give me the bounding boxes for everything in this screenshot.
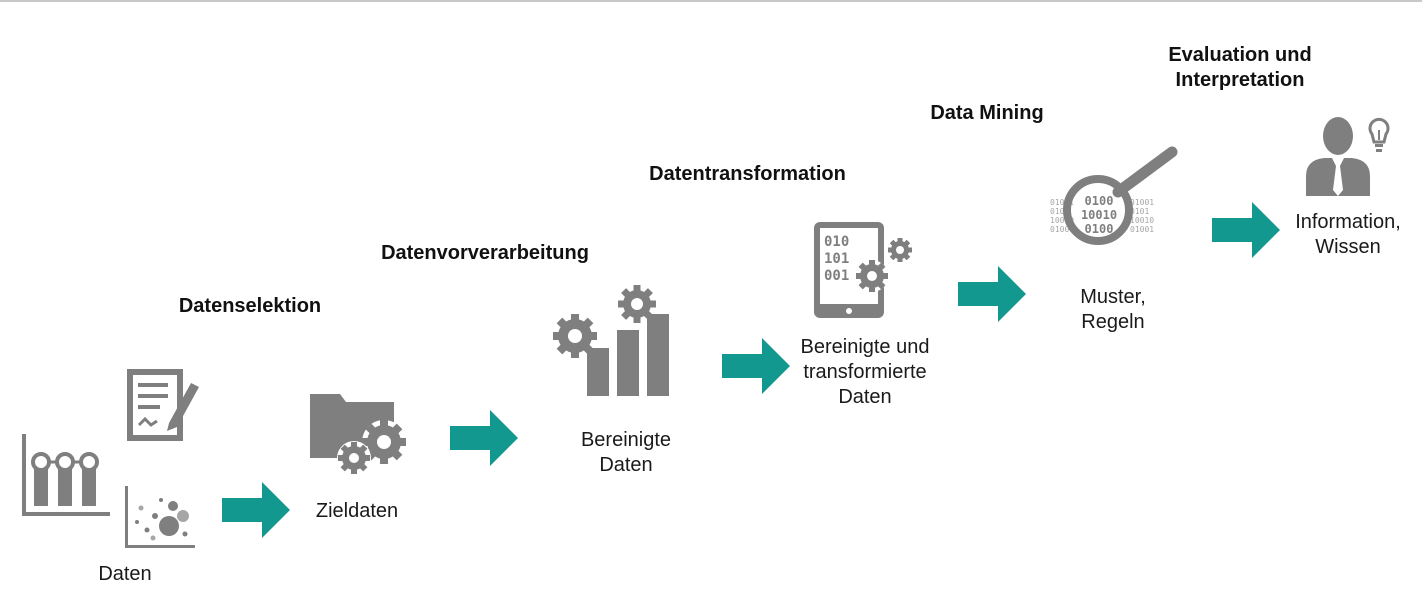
side-binary-right: 01001 0101 10010 01001 (1130, 198, 1154, 234)
item-label-zieldaten: Zieldaten (315, 500, 399, 522)
side-binary-left: 01001 0101 10010 01001 (1050, 198, 1074, 234)
person-lightbulb-icon (1306, 117, 1390, 196)
arrow-2 (450, 410, 518, 466)
magnifier-binary-line: 10010 (1080, 208, 1118, 222)
magnifier-binary-line: 0100 (1084, 194, 1114, 208)
side-binary-line: 10010 (1130, 216, 1155, 225)
tablet-binary-text: 010 101 001 (824, 234, 849, 285)
side-binary-line: 01001 (1050, 198, 1075, 207)
item-label-daten: Daten (98, 563, 152, 585)
magnifier-binary-icon: 01001 0101 10010 01001 01001 0101 10010 … (1048, 144, 1182, 256)
side-binary-line: 0101 (1130, 207, 1150, 216)
magnifier-binary-text: 0100 10010 0100 (1074, 194, 1124, 236)
side-binary-line: 01001 (1130, 198, 1155, 207)
side-binary-line: 01001 (1050, 225, 1075, 234)
line-bar-chart-icon (22, 434, 110, 516)
stage-title-datenselektion: Datenselektion (178, 295, 322, 317)
item-label-bereinigte-daten: Bereinigte Daten (580, 429, 672, 476)
side-binary-line: 0101 (1050, 207, 1070, 216)
item-label-information-wissen: Information, Wissen (1295, 211, 1401, 258)
stage-title-evaluation: Evaluation und Interpretation (1168, 44, 1312, 91)
arrow-5 (1212, 202, 1280, 258)
stage-title-data-mining: Data Mining (930, 102, 1044, 124)
arrow-1 (222, 482, 290, 538)
tablet-binary-line: 101 (824, 251, 850, 267)
scatter-plot-icon (125, 486, 195, 548)
side-binary-line: 01001 (1130, 225, 1155, 234)
side-binary-line: 10010 (1050, 216, 1075, 225)
item-label-bereinigte-transformierte: Bereinigte und transformierte Daten (800, 336, 930, 408)
tablet-binary-line: 010 (824, 234, 850, 250)
arrow-3 (722, 338, 790, 394)
gears-bar-chart-icon (553, 285, 669, 396)
item-label-muster-regeln: Muster, Regeln (1080, 286, 1146, 333)
stage-title-datenvorverarbeitung: Datenvorverarbeitung (381, 242, 589, 264)
arrow-4 (958, 266, 1026, 322)
stage-title-datentransformation: Datentransformation (649, 163, 846, 185)
magnifier-binary-line: 0100 (1084, 222, 1114, 236)
tablet-binary-gears-icon: 010 101 001 (812, 220, 922, 320)
folder-gears-icon (310, 394, 406, 475)
document-pencil-icon (127, 369, 199, 441)
top-border (0, 0, 1422, 2)
tablet-binary-line: 001 (824, 268, 850, 284)
